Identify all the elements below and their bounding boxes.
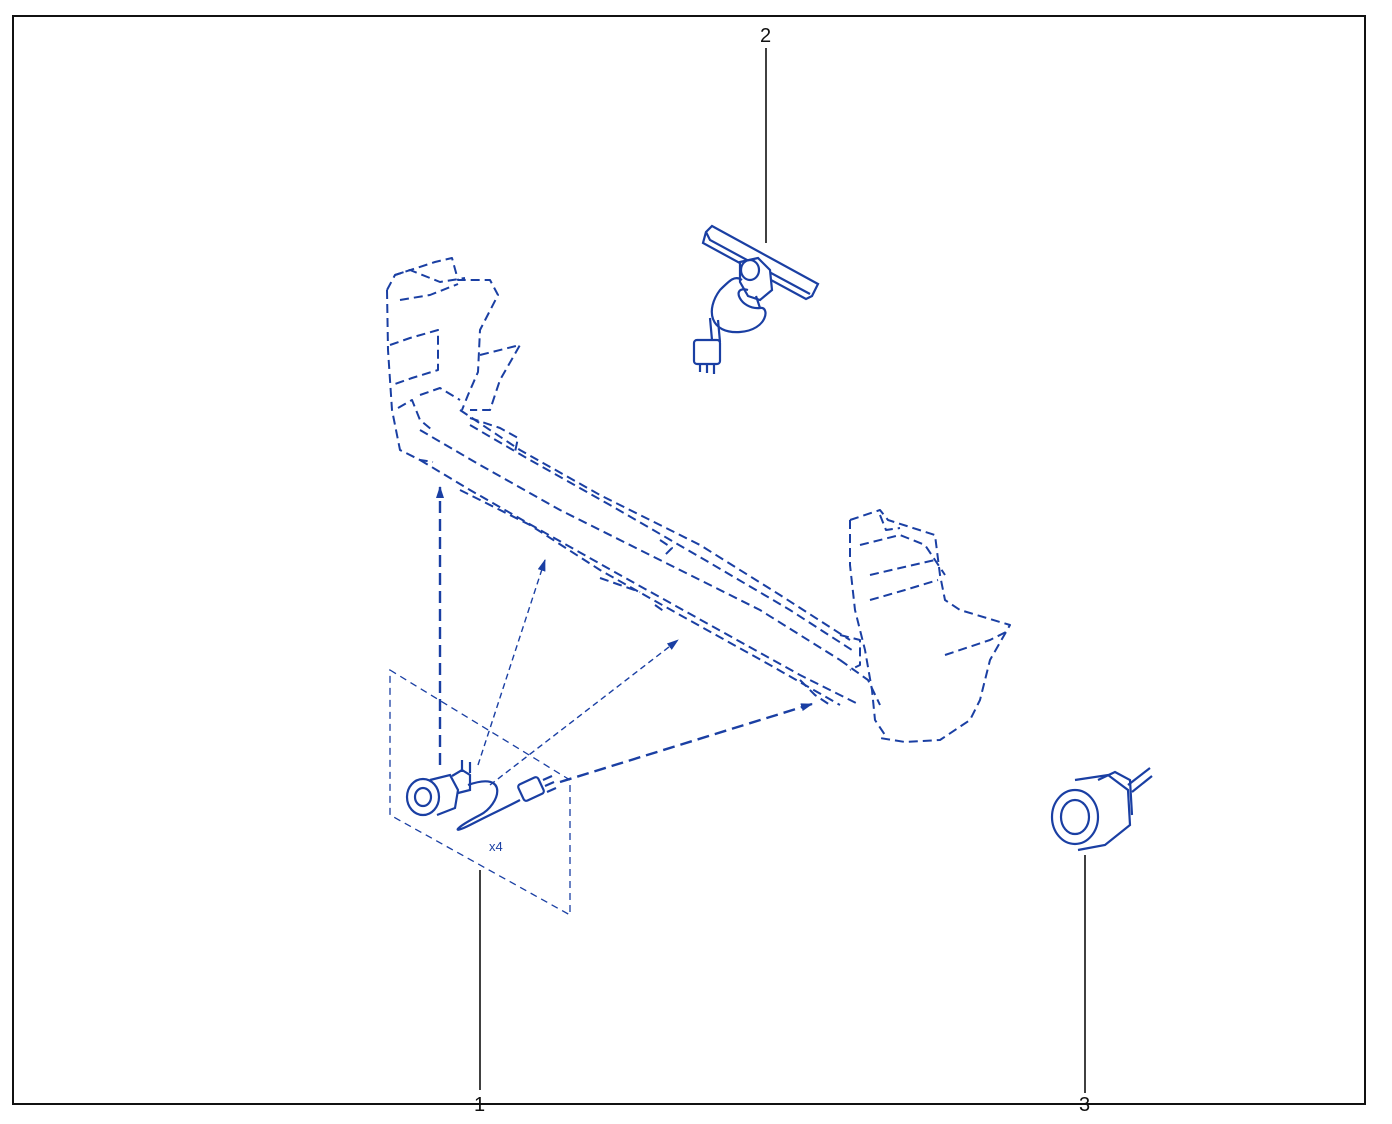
sensor-detail-box [389, 668, 571, 917]
callout-1: 1 [474, 1094, 485, 1116]
quantity-label: x4 [489, 839, 503, 854]
sensor-assembly [405, 760, 557, 831]
control-module [692, 224, 820, 374]
installation-arrows [436, 486, 813, 786]
bumper-outline [386, 257, 1011, 743]
callout-2: 2 [760, 25, 771, 47]
callout-3: 3 [1079, 1094, 1090, 1116]
sensor-cap [1050, 767, 1153, 852]
leader-lines [479, 48, 1086, 1093]
diagram-frame [12, 15, 1366, 1105]
